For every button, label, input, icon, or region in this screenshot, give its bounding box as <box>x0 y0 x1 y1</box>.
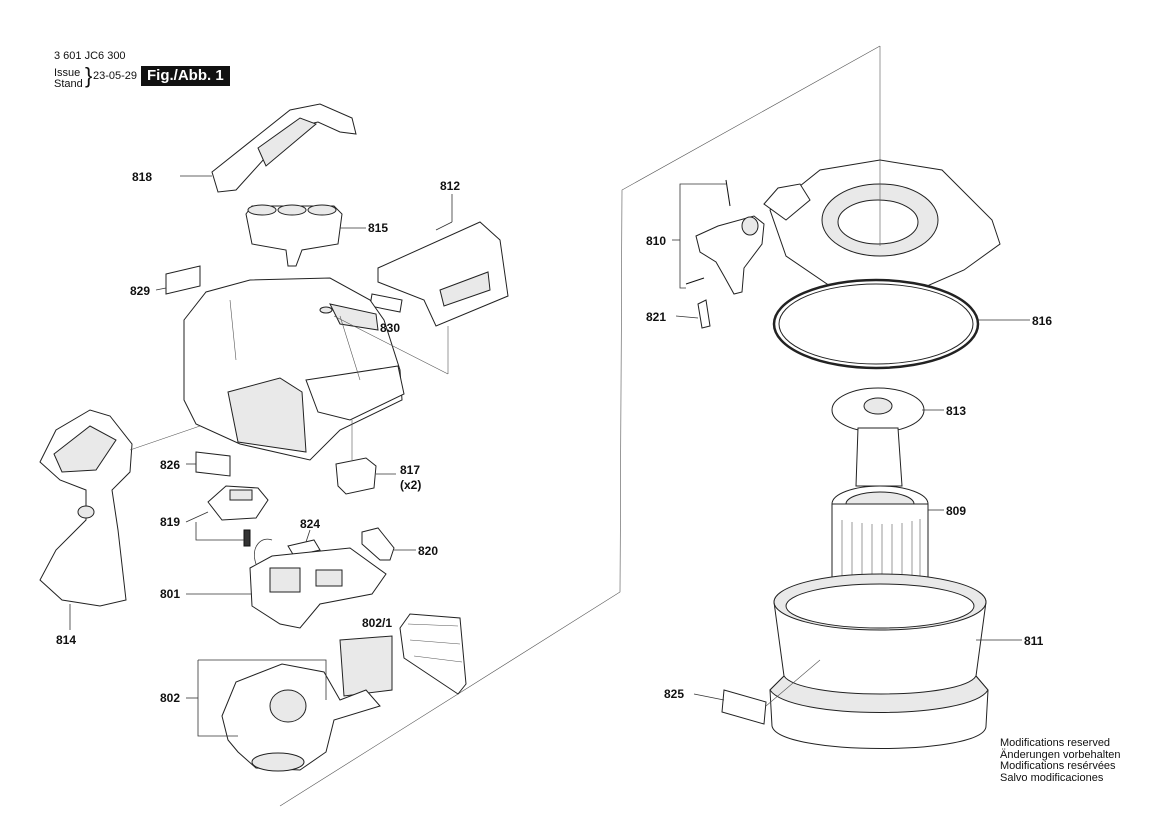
part-818-handle <box>180 103 357 193</box>
label-817-quantity: (x2) <box>400 478 421 492</box>
part-811-container <box>769 573 1022 749</box>
label-801: 801 <box>160 587 180 601</box>
part-810-connector <box>672 179 765 295</box>
part-815-holder <box>245 204 366 267</box>
note-line-fr: Modifications resérvées <box>1000 760 1116 772</box>
figure-title: Fig./Abb. 1 <box>141 66 230 86</box>
part-801-electronics <box>186 538 387 629</box>
label-814: 814 <box>56 633 76 647</box>
label-810: 810 <box>646 234 666 248</box>
part-812-cover <box>377 194 509 327</box>
part-817-clip <box>335 420 396 495</box>
label-802: 802 <box>160 691 180 705</box>
part-802-1-filter <box>339 613 467 697</box>
label-809: 809 <box>946 504 966 518</box>
label-824: 824 <box>300 517 320 531</box>
label-817: 817 <box>400 463 420 477</box>
label-830: 830 <box>380 321 400 335</box>
label-811: 811 <box>1024 634 1044 648</box>
issue-date: 23-05-29 <box>93 70 138 82</box>
label-820: 820 <box>418 544 438 558</box>
label-821: 821 <box>646 310 666 324</box>
part-number-labels: 818 812 815 829 830 826 817 (x2) 819 824… <box>56 170 1052 705</box>
part-824-board <box>287 529 321 557</box>
part-826-label <box>186 451 231 477</box>
part-820-tab <box>361 527 416 561</box>
part-802-motor <box>186 659 381 772</box>
document-number: 3 601 JC6 300 <box>54 50 126 62</box>
part-821-small-part <box>675 299 711 329</box>
part-814-side-handle <box>39 409 201 630</box>
part-813-filter-cap <box>831 387 944 487</box>
label-829: 829 <box>130 284 150 298</box>
upper-container-housing <box>763 159 1001 297</box>
part-829-label <box>155 265 201 295</box>
part-825-label <box>693 659 821 725</box>
label-816: 816 <box>1032 314 1052 328</box>
stand-label: Stand <box>54 78 83 90</box>
label-825: 825 <box>664 687 684 701</box>
note-line-es: Salvo modificaciones <box>1000 771 1104 784</box>
main-housing <box>183 277 449 461</box>
label-819: 819 <box>160 515 180 529</box>
label-802-1: 802/1 <box>362 616 392 630</box>
label-813: 813 <box>946 404 966 418</box>
label-812: 812 <box>440 179 460 193</box>
note-line-de: Änderungen vorbehalten <box>1000 748 1121 761</box>
part-819-switch <box>185 485 269 547</box>
issue-label: Issue <box>54 67 81 79</box>
note-line-en: Modifications reserved <box>1000 737 1111 749</box>
modification-notes: Modifications reserved Änderungen vorbeh… <box>1000 737 1121 784</box>
label-815: 815 <box>368 221 388 235</box>
label-826: 826 <box>160 458 180 472</box>
label-818: 818 <box>132 170 152 184</box>
part-816-seal-ring <box>772 278 1030 370</box>
issue-brace: } <box>85 63 93 88</box>
